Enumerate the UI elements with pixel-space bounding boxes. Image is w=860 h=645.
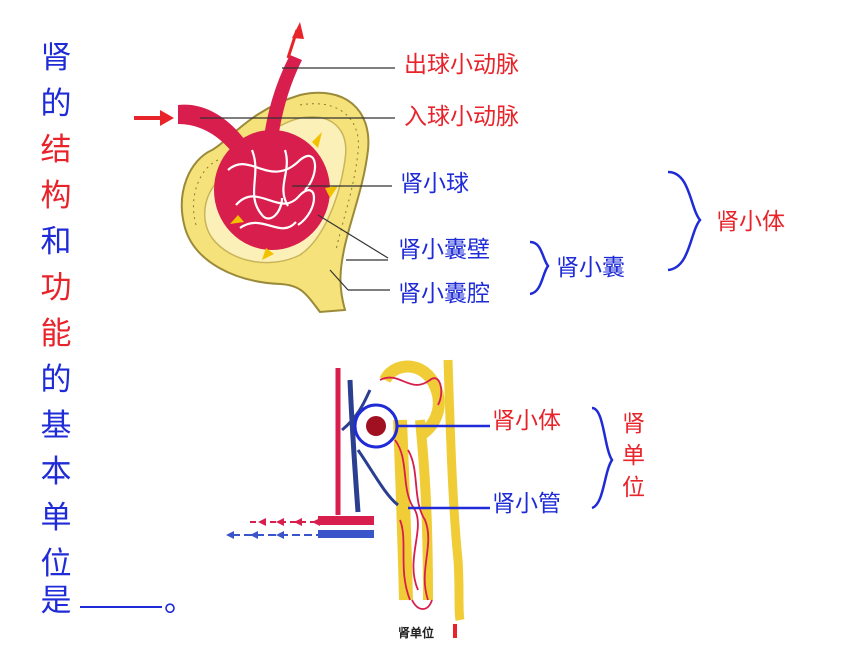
- label-renal-corpuscle-top: 肾小体: [716, 209, 785, 235]
- question-char: 本: [40, 454, 72, 490]
- vein-vertical: [347, 379, 361, 513]
- nephron-illustration: [226, 359, 465, 638]
- question-period: 。: [164, 583, 195, 619]
- nephron-caption: 肾单位: [398, 626, 435, 640]
- leader-capsule-cavity: [329, 269, 349, 291]
- label-glomerulus: 肾小球: [400, 171, 469, 197]
- nephron-char: 单: [622, 443, 645, 469]
- brace-corpuscle: [667, 170, 702, 272]
- brace-nephron: [591, 406, 614, 510]
- question-char: 结: [40, 132, 72, 168]
- question-char: 单: [40, 500, 72, 536]
- label-afferent-arteriole: 入球小动脉: [404, 104, 519, 130]
- question-char: 的: [40, 86, 72, 122]
- brace-capsule: [529, 240, 550, 296]
- label-capsule-cavity: 肾小囊腔: [398, 281, 490, 307]
- question-char: 的: [40, 362, 72, 398]
- question-char: 位: [40, 546, 72, 582]
- question-char: 肾: [40, 40, 72, 76]
- efferent-arteriole-shape: [262, 55, 302, 152]
- leader-capsule-wall-1: [317, 214, 389, 259]
- question-char: 能: [40, 316, 72, 352]
- label-capsule-wall: 肾小囊壁: [398, 237, 490, 263]
- label-efferent-arteriole: 出球小动脉: [404, 52, 519, 78]
- question-char: 是: [40, 583, 72, 619]
- nephron-char: 位: [622, 475, 645, 501]
- answer-blank[interactable]: [80, 606, 162, 608]
- renal-corpuscle-illustration: [134, 22, 370, 314]
- question-char: 和: [40, 224, 72, 260]
- label-renal-tubule: 肾小管: [492, 491, 561, 517]
- label-renal-corpuscle-bottom: 肾小体: [492, 408, 561, 434]
- nephron-char: 肾: [622, 411, 645, 437]
- label-capsule: 肾小囊: [556, 255, 625, 281]
- question-char: 功: [40, 270, 72, 306]
- question-char: 基: [40, 408, 72, 444]
- afferent-arteriole-shape: [178, 104, 245, 152]
- collecting-duct: [443, 359, 465, 621]
- question-char: 构: [40, 178, 72, 214]
